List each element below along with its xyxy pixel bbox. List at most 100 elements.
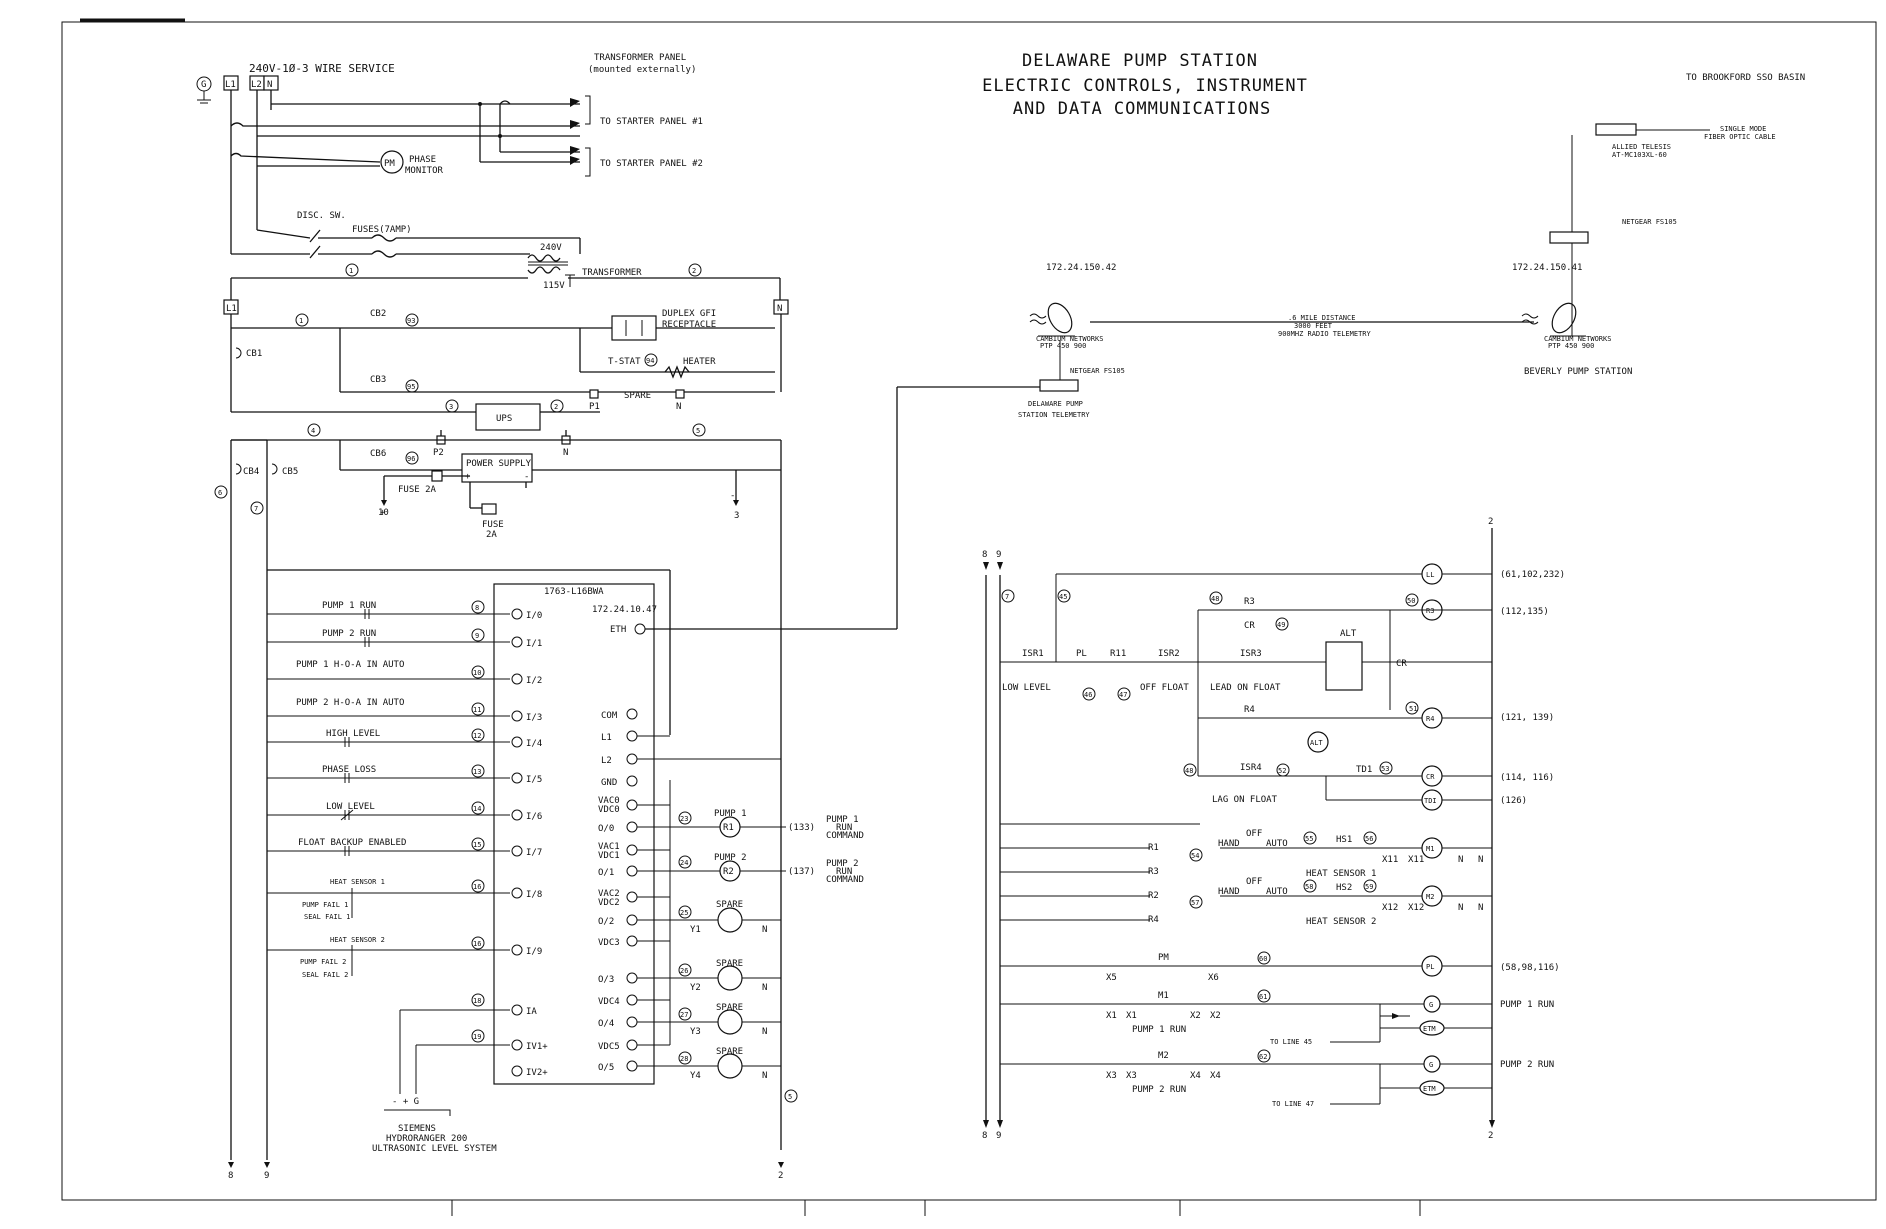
svg-text:R4: R4 [1244,705,1255,715]
svg-text:5: 5 [696,427,700,435]
svg-text:ALLIED TELESIS: ALLIED TELESIS [1612,143,1671,151]
svg-text:SIEMENS: SIEMENS [398,1124,436,1134]
svg-text:X2: X2 [1190,1011,1201,1021]
svg-text:26: 26 [680,967,688,975]
sheet-border [61,21,1877,1201]
svg-text:OFF: OFF [1246,877,1262,887]
svg-text:CR: CR [1244,621,1255,631]
svg-text:IV1+: IV1+ [526,1042,548,1052]
svg-text:CAMBIUM NETWORKS: CAMBIUM NETWORKS [1036,335,1103,343]
svg-text:VAC2: VAC2 [598,889,620,899]
svg-text:AND DATA COMMUNICATIONS: AND DATA COMMUNICATIONS [1013,99,1271,119]
svg-text:N: N [563,448,568,458]
svg-text:VDC2: VDC2 [598,898,620,908]
svg-text:IA: IA [526,1007,537,1017]
svg-text:45: 45 [1059,593,1067,601]
svg-text:PM: PM [1158,953,1169,963]
svg-text:900MHZ RADIO TELEMETRY: 900MHZ RADIO TELEMETRY [1278,330,1372,338]
svg-text:T-STAT: T-STAT [608,357,641,367]
plc-input-12: IV2+ [511,1065,548,1078]
svg-text:9: 9 [475,632,479,640]
svg-text:(133): (133) [788,823,815,833]
svg-text:VAC0: VAC0 [598,796,620,806]
svg-text:16: 16 [473,940,481,948]
svg-text:X11: X11 [1382,855,1398,865]
svg-text:SPARE: SPARE [716,959,743,969]
svg-text:PUMP FAIL 2: PUMP FAIL 2 [300,958,346,966]
svg-text:PM: PM [384,159,395,169]
svg-text:13: 13 [473,768,481,776]
svg-text:N: N [762,925,767,935]
svg-text:IV2+: IV2+ [526,1068,548,1078]
svg-text:VAC1: VAC1 [598,842,620,852]
svg-text:25: 25 [680,909,688,917]
svg-text:HS2: HS2 [1336,883,1352,893]
svg-text:PUMP 1 RUN: PUMP 1 RUN [322,601,376,611]
svg-text:PUMP FAIL 1: PUMP FAIL 1 [302,901,348,909]
svg-text:-: - [730,491,735,501]
svg-text:FLOAT BACKUP ENABLED: FLOAT BACKUP ENABLED [298,838,406,848]
svg-text:O/1: O/1 [598,868,614,878]
svg-text:15: 15 [473,841,481,849]
svg-text:5: 5 [788,1093,792,1101]
svg-text:N: N [676,402,681,412]
svg-text:I/1: I/1 [526,639,542,649]
svg-text:TO LINE 45: TO LINE 45 [1270,1038,1312,1046]
svg-text:49: 49 [1277,621,1285,629]
svg-text:N: N [762,983,767,993]
svg-text:TO STARTER PANEL #1: TO STARTER PANEL #1 [600,117,703,127]
network-switch-icon [1549,231,1589,244]
svg-text:M1: M1 [1426,845,1434,853]
svg-text:TO STARTER PANEL #2: TO STARTER PANEL #2 [600,159,703,169]
svg-text:O/4: O/4 [598,1019,614,1029]
svg-text:PUMP 2 H-O-A IN AUTO: PUMP 2 H-O-A IN AUTO [296,698,404,708]
svg-text:60: 60 [1259,955,1267,963]
svg-text:M1: M1 [1158,991,1169,1001]
svg-text:2: 2 [778,1171,783,1181]
svg-text:COM: COM [601,711,618,721]
svg-text:TO LINE 47: TO LINE 47 [1272,1100,1314,1108]
svg-text:X3: X3 [1126,1071,1137,1081]
svg-text:R3: R3 [1244,597,1255,607]
svg-text:PUMP 1 H-O-A IN AUTO: PUMP 1 H-O-A IN AUTO [296,660,404,670]
svg-text:172.24.10.47: 172.24.10.47 [592,605,657,615]
svg-text:4: 4 [311,427,315,435]
network-switch-icon [1039,379,1079,392]
svg-text:POWER SUPPLY: POWER SUPPLY [466,459,532,469]
svg-text:LL: LL [1426,571,1434,579]
svg-text:47: 47 [1119,691,1127,699]
svg-text:ETH: ETH [610,625,626,635]
svg-text:1763-L16BWA: 1763-L16BWA [544,587,604,597]
svg-text:51: 51 [1409,705,1417,713]
svg-text:X1: X1 [1126,1011,1137,1021]
svg-text:X4: X4 [1190,1071,1201,1081]
power-distribution: G L1 L2 N 240V-1Ø-3 WIRE SERVICE TRANSFO… [196,53,798,1181]
svg-text:(112,135): (112,135) [1500,607,1549,617]
svg-text:SPARE: SPARE [716,900,743,910]
svg-text:HAND: HAND [1218,839,1240,849]
svg-text:AT-MC103XL-60: AT-MC103XL-60 [1612,151,1667,159]
svg-text:I/0: I/0 [526,611,542,621]
svg-text:SPARE: SPARE [624,391,651,401]
svg-text:ISR4: ISR4 [1240,763,1262,773]
svg-text:10: 10 [473,669,481,677]
svg-text:TO BROOKFORD SSO BASIN: TO BROOKFORD SSO BASIN [1686,73,1805,83]
svg-text:LOW LEVEL: LOW LEVEL [326,802,375,812]
svg-text:48: 48 [1185,767,1193,775]
svg-text:FUSE: FUSE [482,520,504,530]
svg-text:O/3: O/3 [598,975,614,985]
svg-text:TRANSFORMER PANEL: TRANSFORMER PANEL [594,53,686,63]
svg-text:6: 6 [218,489,222,497]
svg-text:240V-1Ø-3 WIRE SERVICE: 240V-1Ø-3 WIRE SERVICE [249,62,395,75]
svg-text:I/9: I/9 [526,947,542,957]
svg-text:ALT: ALT [1340,629,1357,639]
svg-text:3: 3 [449,403,453,411]
